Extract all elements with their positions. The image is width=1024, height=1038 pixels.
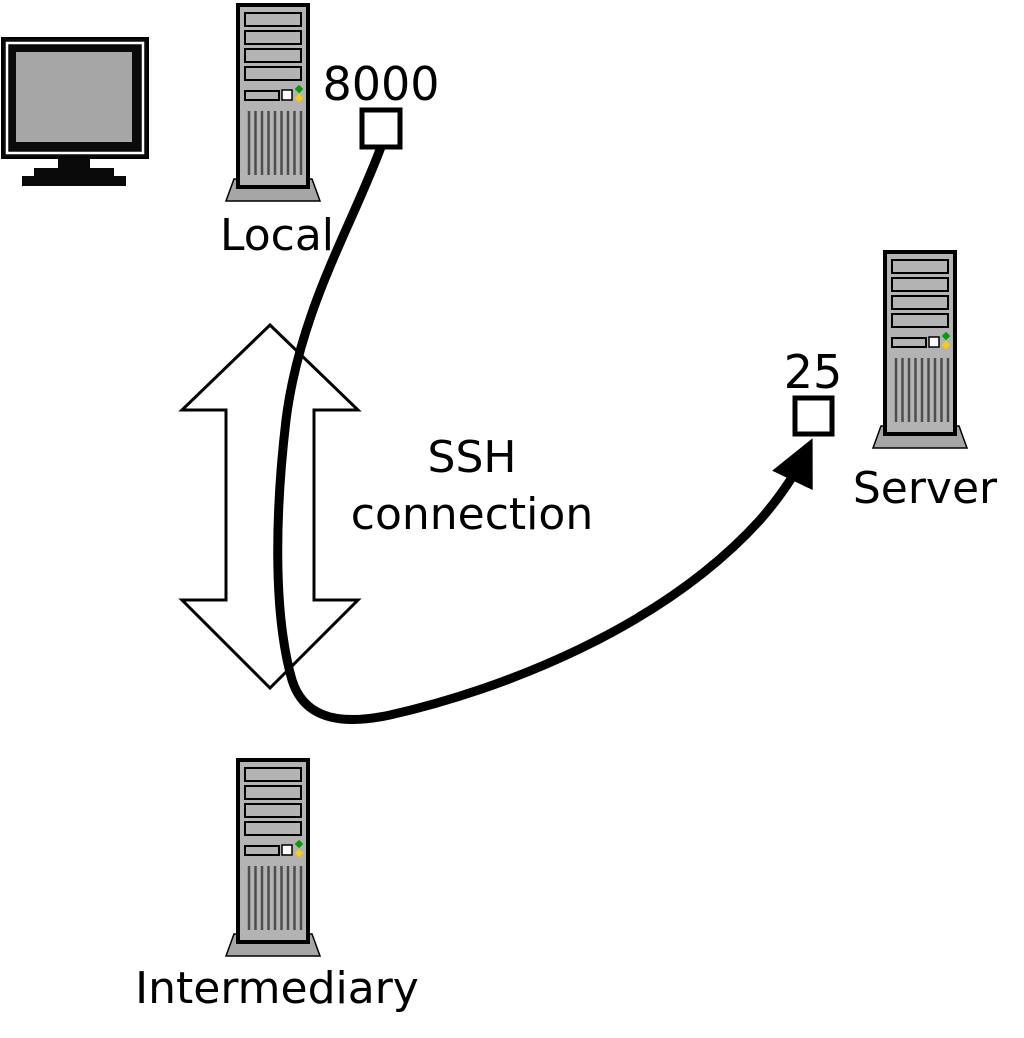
monitor-screen (16, 52, 132, 142)
intermediary-computer-icon (224, 758, 322, 958)
ssh-bidirectional-arrow (178, 322, 362, 691)
monitor-icon (1, 37, 149, 186)
ssh-connection-label-line1: SSH (428, 432, 517, 483)
ssh-connection-label-line2: connection (351, 489, 593, 540)
port-25-label: 25 (784, 345, 843, 399)
local-label: Local (220, 210, 334, 261)
monitor-foot (34, 168, 114, 176)
server-label: Server (853, 463, 998, 514)
tunnel-cable-path (273, 142, 813, 725)
local-computer-icon (224, 3, 322, 203)
port-8000-label: 8000 (322, 57, 439, 111)
port-8000-box (359, 107, 403, 150)
port-25-box (792, 395, 835, 437)
server-computer-icon (871, 250, 969, 450)
monitor-base (22, 176, 126, 186)
intermediary-label: Intermediary (135, 963, 419, 1014)
monitor-neck (58, 158, 90, 168)
